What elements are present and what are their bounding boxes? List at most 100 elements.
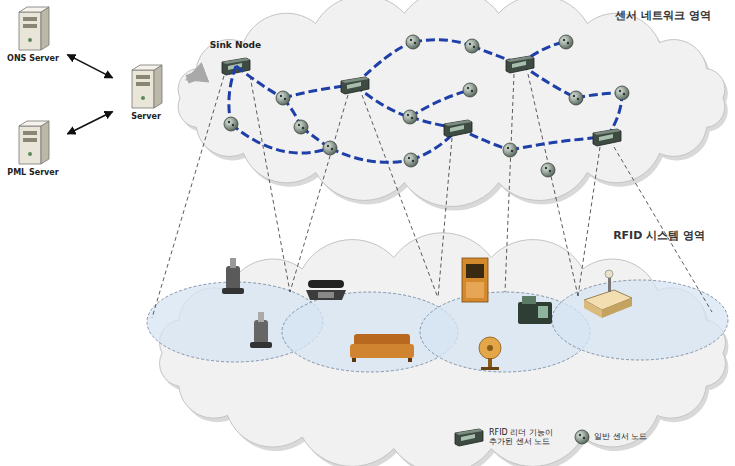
- projection-line: [505, 74, 514, 292]
- rfid-zone: [420, 292, 590, 372]
- wireless-link: [229, 66, 236, 124]
- server-front: [132, 70, 154, 108]
- reader-node: [506, 56, 534, 73]
- node-label: Server: [118, 112, 174, 121]
- area-heading: RFID 시스템 영역: [613, 228, 705, 243]
- node-label: ONS Server: [4, 54, 62, 63]
- wireless-link: [458, 128, 510, 150]
- lamp-shade: [605, 270, 613, 278]
- server-side: [41, 7, 49, 50]
- reader-nodes: [341, 56, 621, 146]
- ons-server: ONS Server: [4, 4, 62, 70]
- wireless-link: [576, 93, 622, 98]
- vacuum-handle: [258, 312, 264, 322]
- server-drive: [136, 82, 150, 86]
- rfid-system-cloud: RFID 시스템 영역: [150, 226, 735, 462]
- server-drive: [136, 75, 150, 79]
- cloud-body: [160, 233, 726, 466]
- cloud-outline: [150, 226, 735, 462]
- sensor-node: [503, 143, 517, 157]
- wireless-link: [472, 46, 520, 64]
- cabinet-body: [462, 258, 488, 302]
- sensor-node: [323, 141, 337, 155]
- wireless-link: [231, 124, 330, 153]
- projection-lines: [152, 74, 712, 318]
- legend: RFID 리더 기능이 추가된 센서 노드 일반 센서 노드: [452, 426, 732, 448]
- sofa-leg: [408, 358, 412, 362]
- reader-node: [341, 77, 369, 94]
- rfid-zone: [552, 280, 728, 360]
- server-led: [141, 96, 145, 100]
- phone-body: [306, 290, 346, 300]
- cabinet-icon: [462, 258, 488, 302]
- wireless-link: [510, 137, 607, 150]
- app-server: Server: [118, 62, 174, 128]
- sofa-icon: [350, 334, 414, 362]
- vacuum-icon: [250, 312, 272, 348]
- wireless-link: [410, 117, 458, 128]
- bed-top: [584, 290, 632, 310]
- wireless-link: [411, 128, 458, 160]
- wireless-link: [283, 85, 355, 98]
- legend-entry: 일반 센서 노드: [573, 426, 647, 448]
- wireless-link: [355, 85, 410, 117]
- server-led: [28, 152, 32, 156]
- rfid-zones: [147, 280, 728, 372]
- legend-text: 일반 센서 노드: [594, 432, 647, 441]
- projection-line: [290, 95, 348, 292]
- projection-line: [438, 138, 452, 298]
- server-top: [132, 65, 162, 70]
- phone-keys: [318, 292, 334, 298]
- legend-text: RFID 리더 기능이 추가된 센서 노드: [489, 428, 563, 446]
- sensor-node: [541, 163, 555, 177]
- server-icon: [13, 118, 53, 166]
- area-heading: 센서 네트워크 영역: [615, 8, 711, 23]
- server-side: [154, 65, 162, 108]
- legend-swatch: [573, 426, 591, 448]
- wireless-link: [520, 42, 566, 64]
- reader-node: [455, 429, 483, 446]
- sensor-network-cloud: 센서 네트워크 영역 Sink Node: [168, 0, 735, 196]
- sink-node: Sink Node: [198, 38, 273, 84]
- cloud-outline: [168, 0, 735, 196]
- reader-node: [222, 58, 250, 75]
- wireless-link: [283, 98, 301, 127]
- server-drive: [23, 138, 37, 142]
- pml-server: PML Server: [4, 118, 62, 184]
- server-drive: [23, 24, 37, 28]
- reader-node: [444, 120, 472, 137]
- server-led: [28, 38, 32, 42]
- fan-base: [481, 367, 499, 370]
- legend-entry: RFID 리더 기능이 추가된 센서 노드: [452, 426, 563, 448]
- projection-line: [362, 95, 438, 298]
- rfid-zone: [282, 292, 458, 372]
- fax-panel: [538, 306, 548, 318]
- fax-body: [518, 302, 552, 324]
- bed-side: [584, 300, 602, 318]
- sofa-back: [354, 334, 410, 348]
- sensor-node: [406, 35, 420, 49]
- sensor-nodes: [224, 35, 629, 177]
- reader-node: [593, 129, 621, 146]
- sensor-node: [404, 153, 418, 167]
- appliances: [222, 258, 632, 370]
- legend-swatch: [452, 426, 486, 448]
- cabinet-door: [466, 282, 484, 298]
- sensor-node: [575, 430, 589, 444]
- projection-line: [250, 76, 290, 292]
- vacuum-base: [222, 288, 244, 294]
- bed-front: [602, 298, 632, 318]
- vacuum-handle: [230, 258, 236, 268]
- bed-icon: [584, 270, 632, 318]
- projection-line: [152, 76, 224, 318]
- server-icon: [126, 62, 166, 110]
- fan-stand: [488, 358, 492, 368]
- rfid-zone: [147, 282, 323, 362]
- sofa-leg: [352, 358, 356, 362]
- sensor-node: [294, 120, 308, 134]
- wireless-link: [410, 90, 470, 117]
- sensor-node: [463, 83, 477, 97]
- sensor-node: [224, 117, 238, 131]
